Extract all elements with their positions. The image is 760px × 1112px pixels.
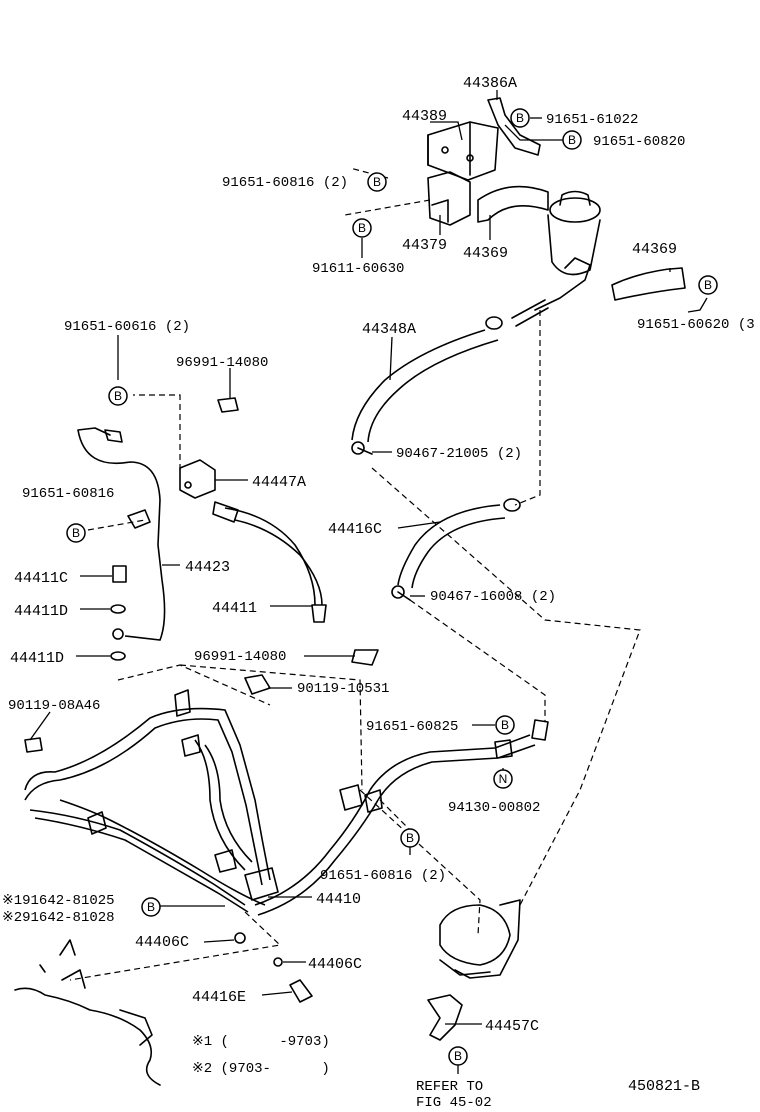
label-96991-14080-b: 96991-14080: [194, 649, 286, 665]
label-91651-60825: 91651-60825: [366, 719, 458, 735]
label-91651-60816-2-bottom: 91651-60816 (2): [320, 868, 446, 884]
pipe-44423: [77, 427, 166, 641]
label-91651-60616-2: 91651-60616 (2): [64, 319, 190, 335]
marker-b-91651-60820: B: [562, 130, 582, 150]
label-44379: 44379: [402, 237, 447, 254]
label-91651-61022: 91651-61022: [546, 112, 638, 128]
hose-44416E: [289, 979, 313, 1003]
label-90119-08A46: 90119-08A46: [8, 698, 100, 714]
label-94130-00802: 94130-00802: [448, 800, 540, 816]
label-91611-60630: 91611-60630: [312, 261, 404, 277]
marker-n-94130-00802: N: [493, 769, 513, 789]
bolt-90119-10531: [244, 674, 271, 695]
marker-b-91611-60630: B: [352, 218, 372, 238]
label-91642-81025: ※191642-81025: [2, 893, 115, 909]
svg-text:B: B: [72, 526, 80, 540]
label-90467-16008-2: 90467-16008 (2): [430, 589, 556, 605]
marker-b-91651-61022: B: [510, 108, 530, 128]
marker-b-91651-60825: B: [495, 715, 515, 735]
label-44348A: 44348A: [362, 321, 416, 338]
label-44457C: 44457C: [485, 1018, 539, 1035]
label-90467-21005-2: 90467-21005 (2): [396, 446, 522, 462]
svg-text:B: B: [406, 831, 414, 845]
label-44406C-a: 44406C: [135, 934, 189, 951]
marker-b-refer: B: [448, 1046, 468, 1066]
marker-b-91651-60620: B: [698, 275, 718, 295]
svg-text:B: B: [568, 133, 576, 147]
dashed-guides: [69, 167, 641, 981]
marker-b-91651-60816-top: B: [367, 172, 387, 192]
clamp-44379: [427, 171, 471, 226]
band-44369-right: [611, 267, 686, 301]
label-91651-60816: 91651-60816: [22, 486, 114, 502]
marker-b-91651-60816-bottom: B: [400, 828, 420, 848]
clamp-90467-21005: [351, 441, 373, 455]
label-44416E: 44416E: [192, 989, 246, 1006]
washers-44406C: [234, 932, 283, 967]
label-44411C: 44411C: [14, 570, 68, 587]
label-44416C: 44416C: [328, 521, 382, 538]
reservoir-tank: [534, 190, 601, 311]
pipe-assembly-44410: [24, 689, 536, 916]
svg-text:B: B: [516, 111, 524, 125]
svg-text:B: B: [358, 221, 366, 235]
note-2: ※2 (9703- ): [192, 1061, 330, 1077]
svg-text:B: B: [501, 718, 509, 732]
clip-96991-14080-upper: [217, 397, 239, 413]
marker-b-91642: B: [141, 897, 161, 917]
pump-assembly: [439, 899, 521, 979]
label-44447A: 44447A: [252, 474, 306, 491]
clamp-90467-16008: [391, 585, 411, 601]
svg-text:B: B: [114, 389, 122, 403]
bolt-90119-08A46: [24, 737, 43, 753]
svg-text:B: B: [704, 278, 712, 292]
clamp-91651-60825: [531, 719, 549, 741]
leader-lines: [29, 90, 708, 1074]
bracket-44389: [427, 121, 499, 181]
figure-id: 450821-B: [628, 1078, 700, 1095]
label-91651-60820: 91651-60820: [593, 134, 685, 150]
hose-44411: [212, 501, 327, 623]
label-44411: 44411: [212, 600, 257, 617]
fittings-44411: [110, 565, 127, 661]
label-44406C-b: 44406C: [308, 956, 362, 973]
refer-fig-line: FIG 45-02: [416, 1095, 492, 1111]
gear-housing-outline: [14, 939, 161, 1086]
label-44369-a: 44369: [463, 245, 508, 262]
label-91651-60816-2-top: 91651-60816 (2): [222, 175, 348, 191]
refer-to-line: REFER TO: [416, 1079, 483, 1095]
note-1: ※1 ( -9703): [192, 1034, 330, 1050]
label-44411D-b: 44411D: [10, 650, 64, 667]
bracket-44457C: [427, 994, 463, 1041]
label-44389: 44389: [402, 108, 447, 125]
band-44369-upper: [477, 185, 549, 223]
svg-text:B: B: [454, 1049, 462, 1063]
bracket-44386A: [487, 97, 541, 156]
label-44386A: 44386A: [463, 75, 517, 92]
marker-b-91651-60816: B: [66, 523, 86, 543]
bracket-44447A: [179, 459, 216, 499]
label-96991-14080-a: 96991-14080: [176, 355, 268, 371]
marker-b-91651-60616: B: [108, 386, 128, 406]
label-44411D-a: 44411D: [14, 603, 68, 620]
svg-text:N: N: [499, 772, 508, 786]
label-44423: 44423: [185, 559, 230, 576]
label-91642-81028: ※291642-81028: [2, 910, 115, 926]
label-44410: 44410: [316, 891, 361, 908]
label-90119-10531: 90119-10531: [297, 681, 389, 697]
label-91651-60620-3: 91651-60620 (3: [637, 317, 755, 333]
clip-96991-14080-lower: [351, 649, 379, 666]
svg-text:B: B: [147, 900, 155, 914]
hose-44416C: [397, 498, 521, 589]
svg-text:B: B: [373, 175, 381, 189]
label-44369-b: 44369: [632, 241, 677, 258]
hose-44348A: [351, 299, 549, 443]
